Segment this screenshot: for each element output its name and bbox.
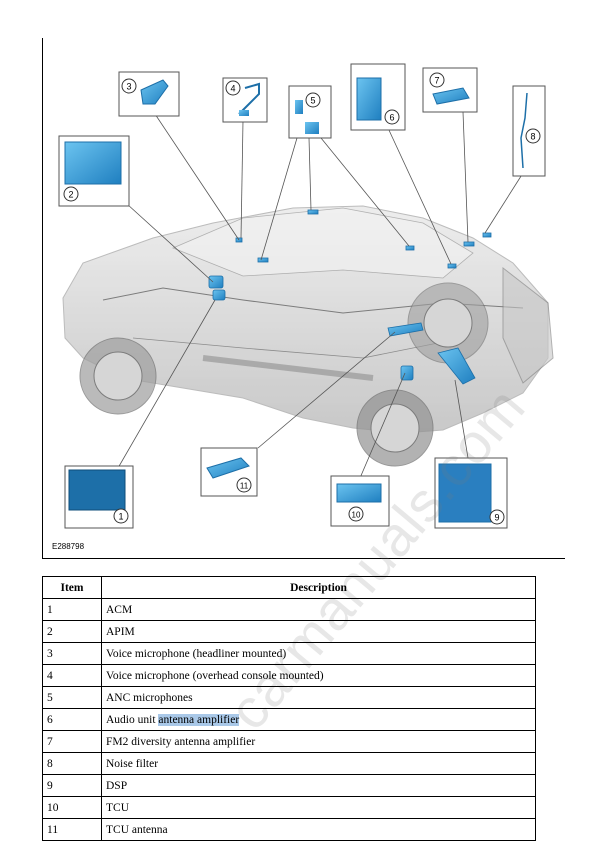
vehicle-ghost (62, 205, 554, 467)
header-item: Item (42, 576, 102, 599)
row-item: 11 (42, 818, 102, 841)
callout-9: 9 (434, 457, 508, 529)
svg-text:1: 1 (118, 512, 123, 522)
row-item: 8 (42, 752, 102, 775)
svg-text:6: 6 (389, 113, 394, 123)
callout-8: 8 (512, 85, 546, 177)
callout-7: 7 (422, 67, 478, 113)
callout-6: 6 (350, 63, 406, 131)
table-row: 8 Noise filter (42, 752, 536, 775)
callout-5: 5 (288, 85, 332, 139)
table-row: 6 Audio unit antenna amplifier (42, 708, 536, 731)
row-description: ACM (101, 598, 536, 621)
row-item: 6 (42, 708, 102, 731)
header-description: Description (101, 576, 536, 599)
row-description: Audio unit antenna amplifier (101, 708, 536, 731)
row-item: 10 (42, 796, 102, 819)
row-description: TCU antenna (101, 818, 536, 841)
callout-1: 1 (64, 465, 134, 529)
row-item: 3 (42, 642, 102, 665)
svg-text:9: 9 (494, 513, 499, 523)
description-prefix: Audio unit (106, 713, 159, 726)
callout-2: 2 (58, 135, 130, 207)
highlighted-text: antenna amplifier (158, 713, 240, 726)
table-header-row: Item Description (42, 576, 536, 599)
svg-text:3: 3 (126, 82, 131, 92)
row-item: 9 (42, 774, 102, 797)
svg-text:5: 5 (310, 96, 315, 106)
component-legend-table: Item Description 1 ACM 2 APIM 3 Voice mi… (42, 576, 536, 841)
row-item: 5 (42, 686, 102, 709)
row-description: ANC microphones (101, 686, 536, 709)
row-item: 2 (42, 620, 102, 643)
svg-text:7: 7 (434, 76, 439, 86)
component-location-figure: 3 4 5 6 7 (42, 38, 565, 559)
row-description: APIM (101, 620, 536, 643)
svg-text:11: 11 (240, 482, 249, 491)
figure-id: E288798 (52, 542, 85, 551)
row-description: TCU (101, 796, 536, 819)
row-description: Voice microphone (overhead console mount… (101, 664, 536, 687)
row-item: 4 (42, 664, 102, 687)
vehicle-components (208, 209, 492, 385)
table-row: 3 Voice microphone (headliner mounted) (42, 642, 536, 665)
callout-4: 4 (222, 77, 268, 123)
row-description: Voice microphone (headliner mounted) (101, 642, 536, 665)
row-description: FM2 diversity antenna amplifier (101, 730, 536, 753)
callout-3: 3 (118, 71, 180, 117)
row-description: Noise filter (101, 752, 536, 775)
table-row: 10 TCU (42, 796, 536, 819)
table-row: 4 Voice microphone (overhead console mou… (42, 664, 536, 687)
table-row: 2 APIM (42, 620, 536, 643)
callout-11: 11 (200, 447, 258, 497)
table-row: 1 ACM (42, 598, 536, 621)
row-item: 7 (42, 730, 102, 753)
table-row: 5 ANC microphones (42, 686, 536, 709)
row-description: DSP (101, 774, 536, 797)
svg-text:2: 2 (68, 190, 73, 200)
vehicle-illustration: 3 4 5 6 7 (58, 63, 554, 529)
svg-text:4: 4 (230, 84, 235, 94)
leader-lines (117, 111, 524, 479)
svg-text:10: 10 (352, 511, 361, 520)
row-item: 1 (42, 598, 102, 621)
table-row: 11 TCU antenna (42, 818, 536, 841)
table-row: 9 DSP (42, 774, 536, 797)
callout-10: 10 (330, 475, 390, 527)
table-row: 7 FM2 diversity antenna amplifier (42, 730, 536, 753)
svg-text:8: 8 (530, 132, 535, 142)
